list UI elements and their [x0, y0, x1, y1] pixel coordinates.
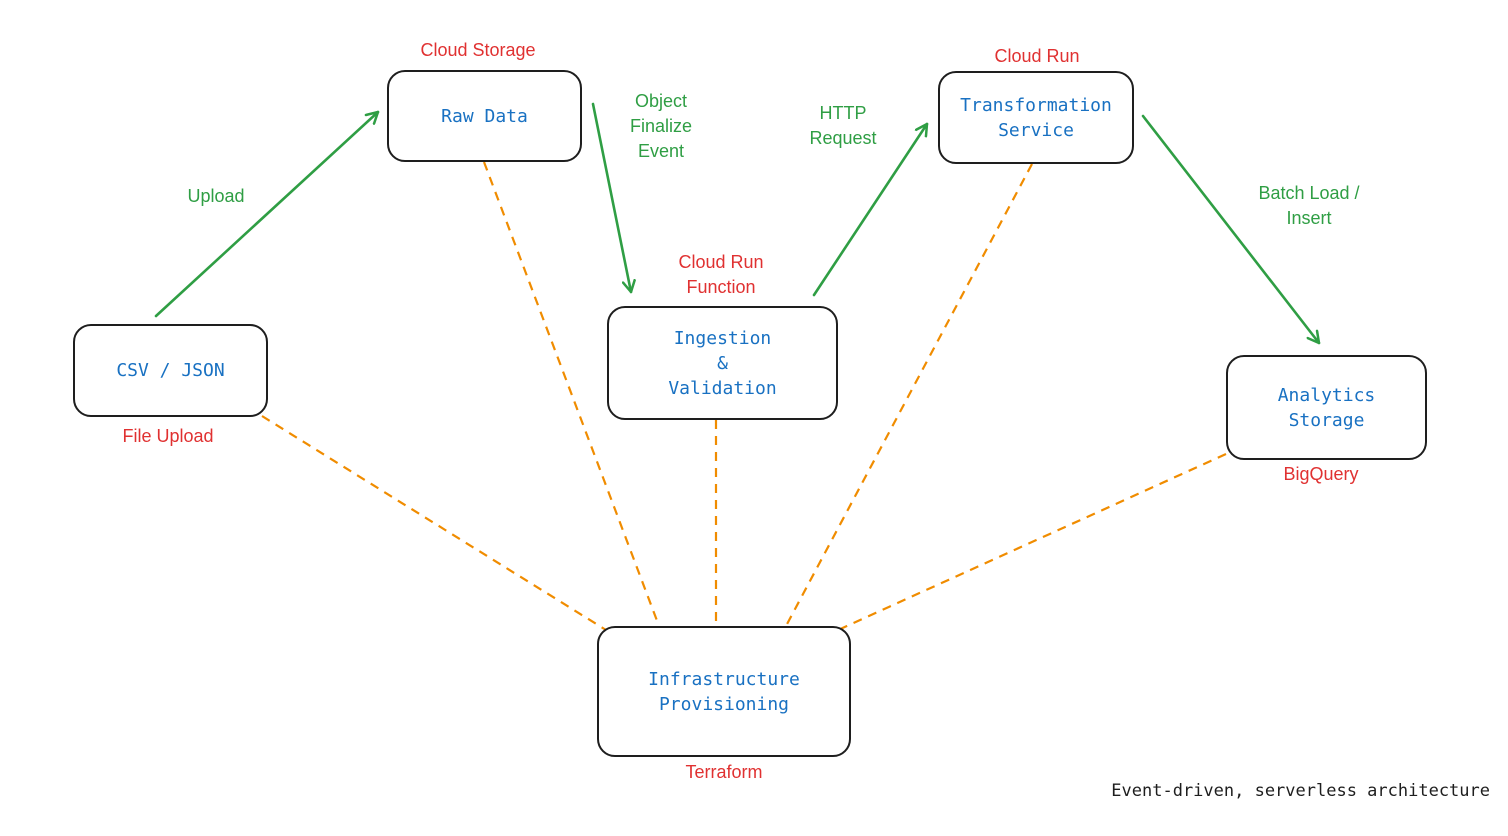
node-raw-data-label: Raw Data	[441, 105, 528, 127]
node-analytics-storage-label: Analytics Storage	[1277, 384, 1376, 431]
provision-line-csv	[261, 415, 607, 631]
edge-label-http-request: HTTP Request	[809, 103, 877, 148]
tech-terraform: Terraform	[685, 762, 763, 782]
node-analytics-storage[interactable]: Analytics Storage	[1226, 355, 1427, 460]
edge-label-object-finalize: Object Finalize Event	[629, 91, 693, 161]
node-ingestion-validation[interactable]: Ingestion & Validation	[607, 306, 838, 420]
node-csv-json-label: CSV / JSON	[116, 360, 225, 381]
node-transformation-service-label: Transformation Service	[960, 94, 1112, 141]
node-ingestion-validation-label: Ingestion & Validation	[668, 327, 777, 399]
arrow-http-request	[812, 122, 929, 297]
provision-line-analytics	[837, 452, 1227, 632]
tech-cloud-run: Cloud Run	[994, 46, 1080, 66]
arrow-object-finalize	[591, 102, 631, 294]
arrow-upload	[154, 110, 380, 318]
node-transformation-service[interactable]: Transformation Service	[938, 71, 1134, 164]
node-infrastructure-provisioning-label: Infrastructure Provisioning	[648, 668, 800, 715]
tech-file-upload: File Upload	[122, 426, 214, 446]
architecture-caption: Event-driven, serverless architecture	[1111, 781, 1490, 801]
tech-bigquery: BigQuery	[1283, 464, 1359, 484]
edge-label-upload: Upload	[187, 186, 245, 206]
tech-cloud-storage: Cloud Storage	[420, 40, 536, 60]
arrow-batch-load	[1141, 114, 1321, 345]
node-raw-data[interactable]: Raw Data	[387, 70, 582, 162]
provision-line-raw	[482, 161, 661, 627]
tech-cloud-run-function: Cloud Run Function	[678, 252, 764, 297]
provision-line-transform	[785, 163, 1033, 627]
edge-label-batch-load: Batch Load / Insert	[1258, 183, 1360, 228]
node-csv-json[interactable]: CSV / JSON	[73, 324, 268, 417]
node-infrastructure-provisioning[interactable]: Infrastructure Provisioning	[597, 626, 851, 757]
